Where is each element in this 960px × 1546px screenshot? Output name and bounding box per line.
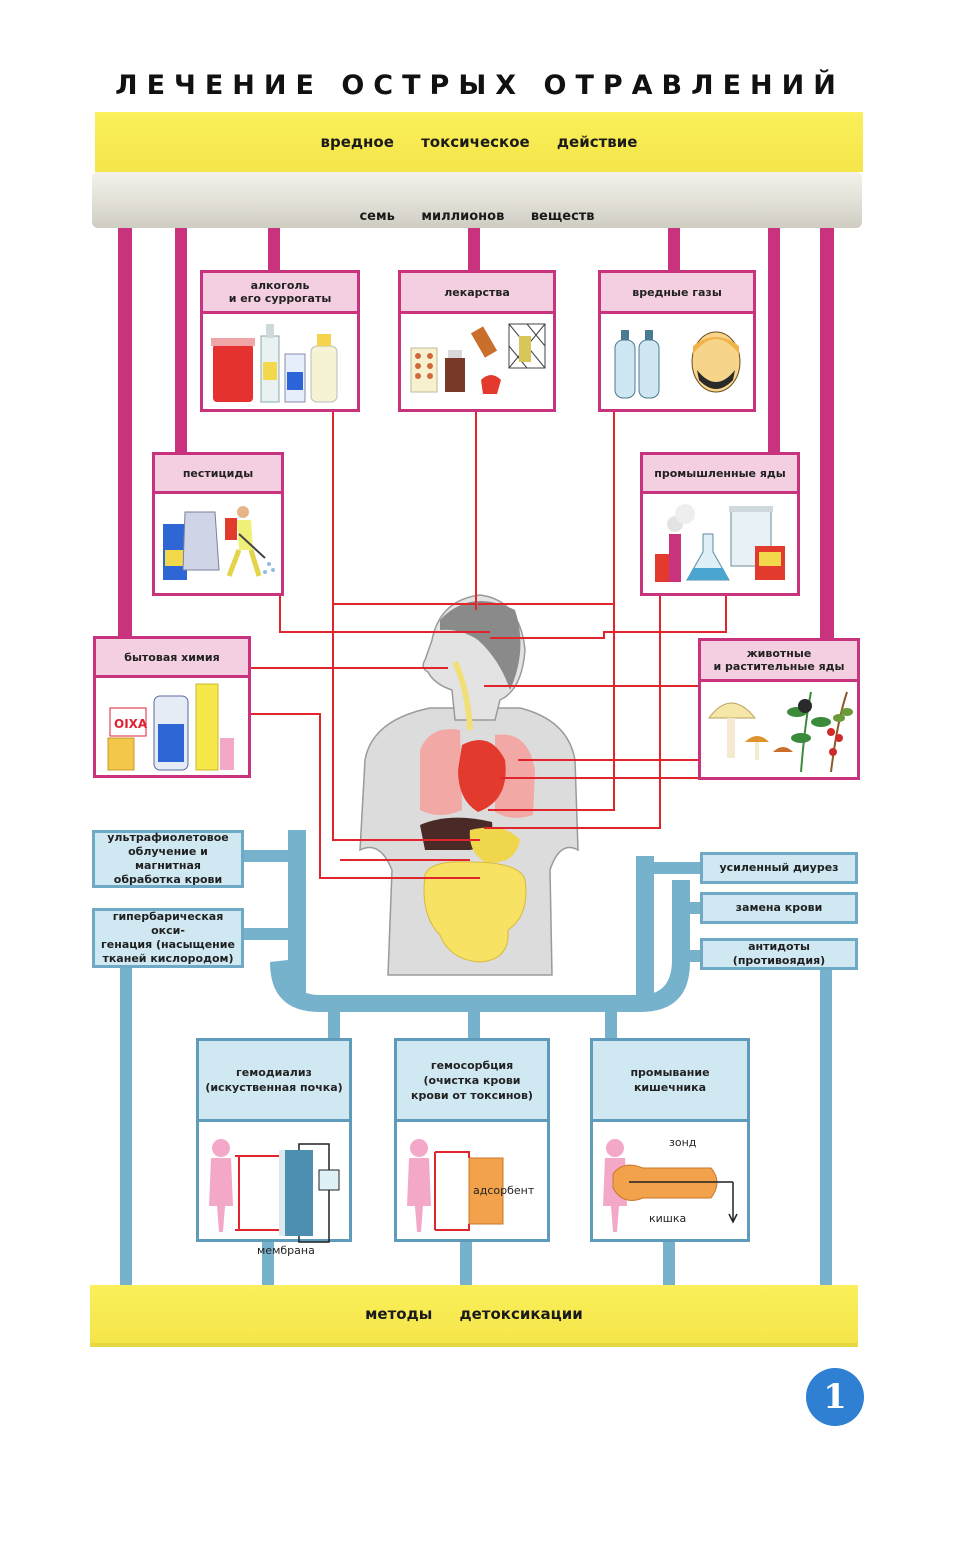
organs <box>420 729 535 963</box>
source-drugs-box: лекарства <box>398 270 556 412</box>
gas-cylinder-mask-icon <box>614 330 741 399</box>
method-hemodialysis-title: гемодиализ (искуственная почка) <box>199 1041 349 1122</box>
diagram-graphics <box>90 228 858 1347</box>
pink-pipes <box>118 228 834 640</box>
intestinal-lavage-diagram: зонд кишка <box>603 1136 738 1232</box>
substances-bar: семь миллионов веществ <box>92 172 862 228</box>
source-drugs-label: лекарства <box>401 273 553 314</box>
detox-methods-band: методы детоксикации <box>90 1285 858 1343</box>
page-number-badge: 1 <box>806 1368 864 1426</box>
source-pesticides-box: пестициды <box>152 452 284 596</box>
alcohol-bottles-icon <box>211 324 338 403</box>
source-animal-plant-box: животные и растительные яды <box>698 638 860 780</box>
toxic-effect-band: вредное токсическое действие <box>95 112 863 172</box>
hemodialysis-diagram: мембрана <box>209 1139 340 1257</box>
source-industrial-label: промышленные яды <box>643 455 797 494</box>
blue-pipes <box>120 830 832 1285</box>
source-alcohol-label: алкоголь и его суррогаты <box>203 273 357 314</box>
treatment-blood-replacement-box: замена крови <box>700 892 858 924</box>
page-title: ЛЕЧЕНИЕ ОСТРЫХ ОТРАВЛЕНИЙ <box>115 70 845 101</box>
household-chemicals-icon: OIXA <box>107 683 234 771</box>
source-industrial-box: промышленные яды <box>640 452 800 596</box>
method-intestine-title: промывание кишечника <box>593 1041 747 1122</box>
factory-flask-icon <box>655 504 785 582</box>
method-intestine-box: промывание кишечника зонд кишка <box>590 1038 750 1242</box>
treatment-hyperbaric-box: гипербарическая окси- генация (насыщение… <box>92 908 244 968</box>
source-alcohol-box: алкоголь и его суррогаты <box>200 270 360 412</box>
hemosorption-diagram: адсорбент <box>407 1139 535 1232</box>
source-household-box: бытовая химия OIXA <box>93 636 251 778</box>
mushroom-plant-icon <box>708 691 853 773</box>
source-pesticides-label: пестициды <box>155 455 281 494</box>
source-animal-plant-label: животные и растительные яды <box>701 641 857 682</box>
gut-label: кишка <box>649 1212 686 1225</box>
source-gases-box: вредные газы <box>598 270 756 412</box>
treatment-antidotes-box: антидоты (противоядия) <box>700 938 858 970</box>
household-pack-text: OIXA <box>114 717 148 731</box>
source-gases-label: вредные газы <box>601 273 753 314</box>
pesticide-sprayer-icon <box>163 506 275 580</box>
membrane-label: мембрана <box>257 1244 315 1257</box>
toxin-paths <box>248 410 727 879</box>
adsorbent-label: адсорбент <box>473 1184 535 1197</box>
probe-label: зонд <box>669 1136 697 1149</box>
medicine-pack-icon <box>410 323 546 394</box>
method-hemosorption-title: гемосорбция (очистка крови крови от токс… <box>397 1041 547 1122</box>
treatment-uv-box: ультрафиолетовое облучение и магнитная о… <box>92 830 244 888</box>
method-hemodialysis-box: гемодиализ (искуственная почка) мембрана <box>196 1038 352 1257</box>
method-hemosorption-box: гемосорбция (очистка крови крови от токс… <box>394 1038 550 1242</box>
treatment-diuresis-box: усиленный диурез <box>700 852 858 884</box>
source-household-label: бытовая химия <box>96 639 248 678</box>
